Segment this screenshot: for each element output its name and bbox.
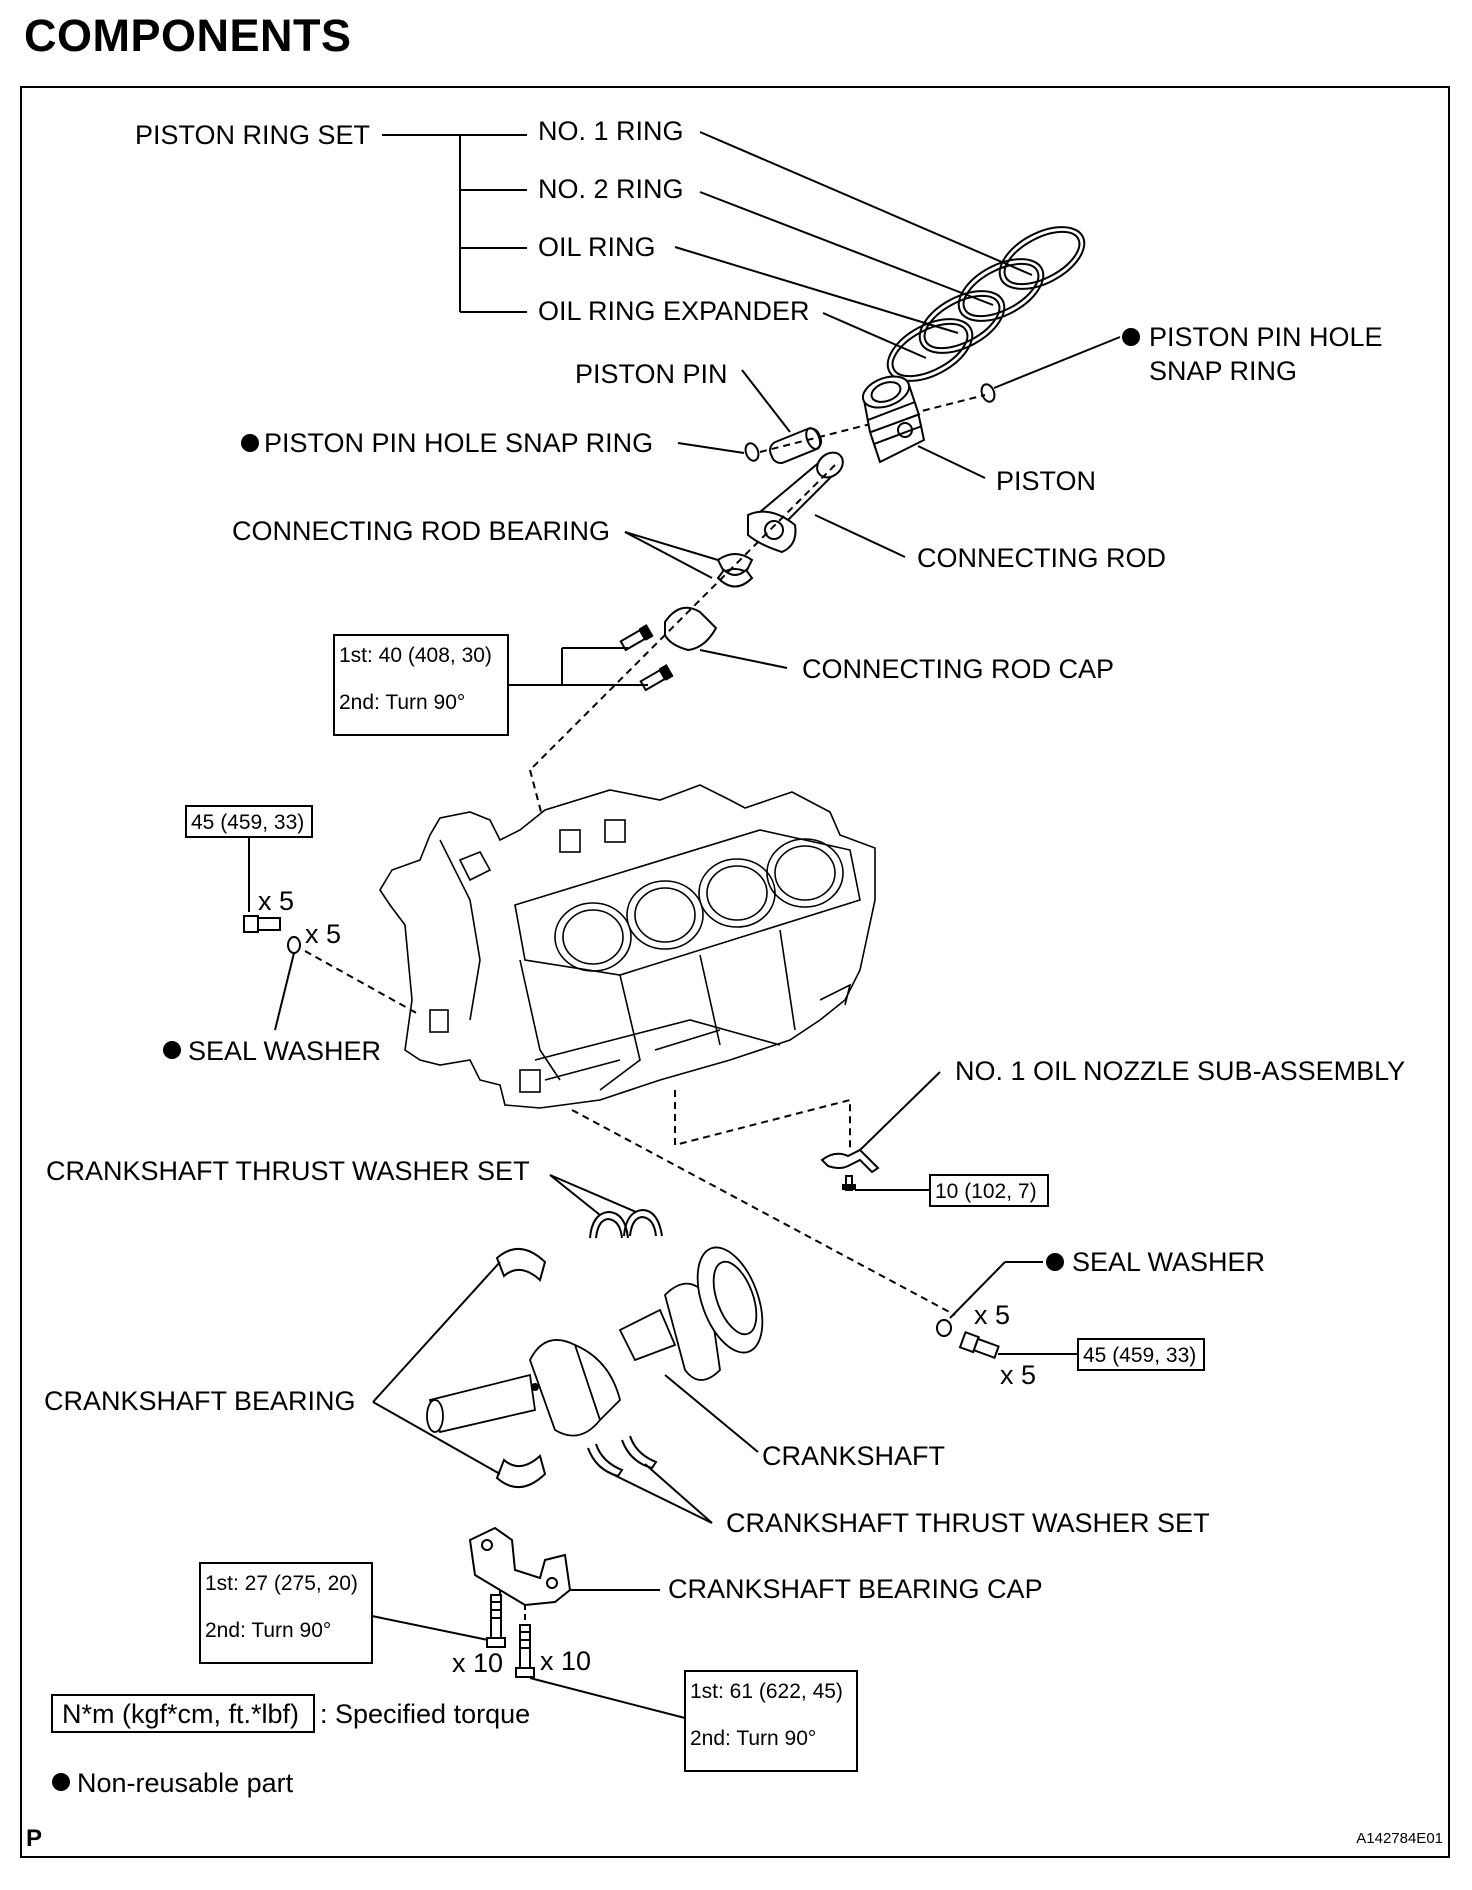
qty-bolt-left: x 5 bbox=[258, 886, 294, 916]
thrust-washer-part bbox=[623, 1208, 663, 1237]
block-bolt-left-part bbox=[243, 915, 281, 933]
crank-bearing-upper-part bbox=[495, 1248, 547, 1282]
oil-ring-expander-part bbox=[886, 318, 974, 382]
right-bolt-washer-group: SEAL WASHER x 5 45 (459, 33) x 5 bbox=[936, 1247, 1265, 1390]
oil-nozzle-label: NO. 1 OIL NOZZLE SUB-ASSEMBLY bbox=[955, 1056, 1405, 1086]
thrust-washer-top-group: CRANKSHAFT THRUST WASHER SET bbox=[46, 1156, 663, 1239]
crankshaft-part bbox=[426, 1246, 764, 1437]
seal-washer-left-label: SEAL WASHER bbox=[188, 1036, 381, 1066]
oil-nozzle-part bbox=[820, 1148, 880, 1174]
block-bolt-right-part bbox=[958, 1330, 1000, 1360]
torque-block-left: 45 (459, 33) bbox=[191, 811, 304, 834]
snap-ring-left-label: PISTON PIN HOLE SNAP RING bbox=[264, 428, 653, 458]
snap-ring-right-label-line1: PISTON PIN HOLE bbox=[1149, 322, 1383, 352]
piston-ring-set-label: PISTON RING SET bbox=[135, 120, 370, 150]
piston-pin-part bbox=[769, 427, 823, 464]
legend-nonreusable-text: Non-reusable part bbox=[77, 1768, 294, 1798]
nonreusable-bullet-icon bbox=[1122, 328, 1140, 346]
seal-washer-left-part bbox=[287, 936, 301, 954]
legend: N*m (kgf*cm, ft.*lbf) : Specified torque… bbox=[51, 1694, 530, 1798]
torque-conrod-2nd: 2nd: Turn 90° bbox=[339, 691, 465, 714]
torque-cap-b-1st: 1st: 61 (622, 45) bbox=[690, 1680, 843, 1703]
piston-part bbox=[861, 375, 926, 464]
crank-bearing-lower-part bbox=[495, 1454, 547, 1488]
torque-cap-a-1st: 1st: 27 (275, 20) bbox=[205, 1572, 358, 1595]
thrust-washer-bottom-label: CRANKSHAFT THRUST WASHER SET bbox=[726, 1508, 1210, 1538]
torque-conrod-1st: 1st: 40 (408, 30) bbox=[339, 644, 492, 667]
crank-bearing-cap-label: CRANKSHAFT BEARING CAP bbox=[668, 1574, 1043, 1604]
torque-oil-nozzle: 10 (102, 7) bbox=[935, 1180, 1037, 1203]
left-bolt-washer-group: 45 (459, 33) x 5 x 5 SEAL WASHER bbox=[163, 805, 381, 1066]
snap-ring-right-part bbox=[980, 383, 996, 403]
crank-bearing-cap-group: CRANKSHAFT BEARING CAP x 10 x 10 1st: 27… bbox=[199, 1526, 1043, 1772]
no2-ring-label: NO. 2 RING bbox=[538, 174, 684, 204]
seal-washer-right-label: SEAL WASHER bbox=[1072, 1247, 1265, 1277]
piston-pin-label: PISTON PIN bbox=[575, 359, 728, 389]
cylinder-block-part bbox=[379, 784, 876, 1109]
legend-torque-box: N*m (kgf*cm, ft.*lbf) bbox=[62, 1699, 299, 1729]
conrod-cap-label: CONNECTING ROD CAP bbox=[802, 654, 1114, 684]
torque-cap-a-2nd: 2nd: Turn 90° bbox=[205, 1619, 331, 1642]
conrod-label: CONNECTING ROD bbox=[917, 543, 1166, 573]
nonreusable-bullet-icon bbox=[241, 434, 259, 452]
no1-ring-part bbox=[998, 226, 1086, 290]
crank-bearing-group: CRANKSHAFT BEARING bbox=[44, 1248, 547, 1488]
footer-left-code: P bbox=[26, 1825, 42, 1852]
conrod-cap-part bbox=[664, 606, 718, 652]
legend-torque-text: : Specified torque bbox=[320, 1699, 530, 1729]
qty-cap-bolt-b: x 10 bbox=[540, 1646, 591, 1676]
oil-ring-part bbox=[918, 290, 1006, 354]
oil-ring-label: OIL RING bbox=[538, 232, 656, 262]
snap-ring-left-part bbox=[744, 442, 760, 462]
thrust-washer-part bbox=[621, 1435, 658, 1470]
crank-bearing-label: CRANKSHAFT BEARING bbox=[44, 1386, 356, 1416]
thrust-washer-bottom-group: CRANKSHAFT THRUST WASHER SET bbox=[587, 1435, 1210, 1538]
conrod-bolt-part bbox=[639, 664, 674, 692]
nonreusable-bullet-icon bbox=[1046, 1253, 1064, 1271]
qty-washer-left: x 5 bbox=[305, 919, 341, 949]
conrod-bearing-upper-part bbox=[716, 553, 754, 574]
qty-bolt-right: x 5 bbox=[1000, 1360, 1036, 1390]
torque-block-right: 45 (459, 33) bbox=[1083, 1344, 1196, 1367]
piston-ring-set-group: PISTON RING SET NO. 1 RING NO. 2 RING OI… bbox=[135, 116, 1086, 382]
thrust-washer-top-label: CRANKSHAFT THRUST WASHER SET bbox=[46, 1156, 530, 1186]
no1-ring-label: NO. 1 RING bbox=[538, 116, 684, 146]
seal-washer-right-part bbox=[936, 1319, 952, 1337]
snap-ring-right-label-line2: SNAP RING bbox=[1149, 356, 1297, 386]
page-title: COMPONENTS bbox=[24, 10, 352, 61]
conrod-bearing-label: CONNECTING ROD BEARING bbox=[232, 516, 610, 546]
piston-label: PISTON bbox=[996, 466, 1096, 496]
diagram-frame bbox=[20, 86, 1450, 1858]
crankshaft-label: CRANKSHAFT bbox=[762, 1441, 945, 1471]
conrod-bearing-lower-part bbox=[716, 568, 754, 588]
figure-code: A142784E01 bbox=[1356, 1830, 1443, 1847]
qty-cap-bolt-a: x 10 bbox=[452, 1648, 503, 1678]
nonreusable-bullet-icon bbox=[52, 1773, 70, 1791]
qty-washer-right: x 5 bbox=[974, 1300, 1010, 1330]
cap-bolt-part bbox=[515, 1624, 535, 1678]
torque-cap-b-2nd: 2nd: Turn 90° bbox=[690, 1727, 816, 1750]
nonreusable-bullet-icon bbox=[163, 1041, 181, 1059]
piston-group: PISTON PIN HOLE SNAP RING PISTON PIN PIS… bbox=[241, 322, 1383, 496]
cap-bolt-part bbox=[486, 1594, 506, 1648]
conrod-bolt-part bbox=[619, 624, 654, 652]
thrust-washer-part bbox=[587, 1443, 624, 1478]
oil-nozzle-group: NO. 1 OIL NOZZLE SUB-ASSEMBLY 10 (102, 7… bbox=[820, 1056, 1405, 1207]
oil-ring-expander-label: OIL RING EXPANDER bbox=[538, 296, 810, 326]
connecting-rod-group: CONNECTING ROD BEARING CONNECTING ROD CO… bbox=[232, 451, 1166, 961]
no2-ring-part bbox=[957, 258, 1045, 322]
